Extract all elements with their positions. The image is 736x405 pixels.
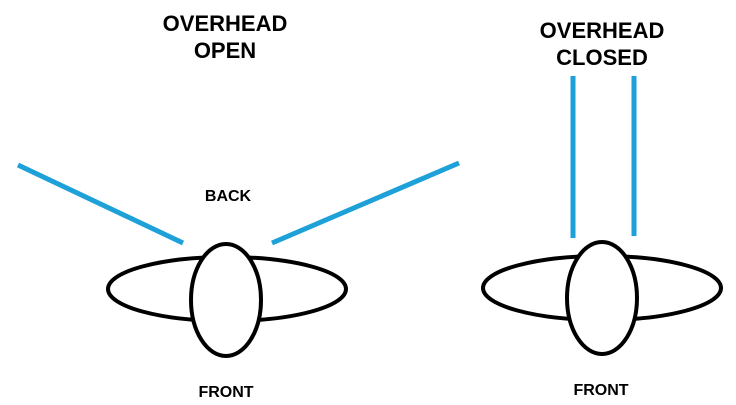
figure-open <box>16 160 460 358</box>
title-open-line2: OPEN <box>193 38 257 63</box>
figure-closed <box>481 76 723 356</box>
head-ellipse-open <box>189 242 263 358</box>
head-ellipse-closed <box>565 240 639 356</box>
title-overhead-open: OVERHEAD OPEN <box>130 10 320 64</box>
front-label-open: FRONT <box>198 384 254 401</box>
title-closed-line2: CLOSED <box>556 45 648 70</box>
title-open-line1: OVERHEAD <box>162 11 288 36</box>
title-closed-line1: OVERHEAD <box>539 18 665 43</box>
arm-right-open <box>271 160 460 246</box>
back-label: BACK <box>204 188 252 205</box>
front-label-closed: FRONT <box>573 382 629 399</box>
arm-left-open <box>16 162 185 246</box>
title-overhead-closed: OVERHEAD CLOSED <box>497 17 707 71</box>
